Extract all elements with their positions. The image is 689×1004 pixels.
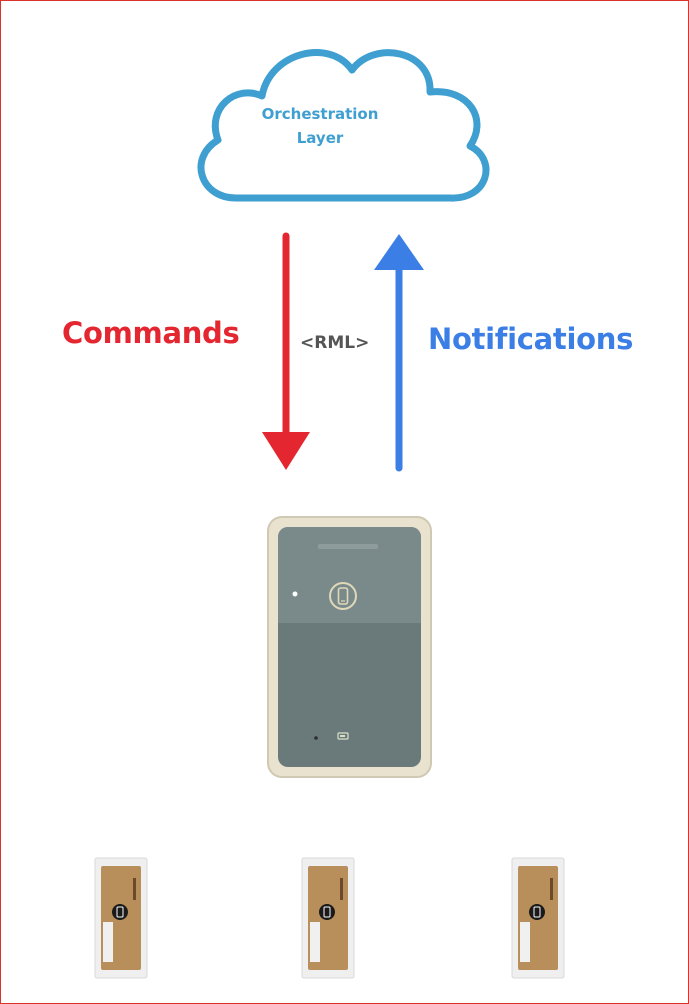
cloud-label-line2: Layer: [296, 129, 344, 147]
cloud-label-line1: Orchestration: [261, 105, 379, 123]
rfid-tag-3: [511, 857, 565, 979]
cloud-label: Orchestration Layer: [220, 102, 420, 150]
commands-label: Commands: [62, 316, 240, 350]
mobile-phone-icon: [329, 582, 357, 610]
rfid-reader-device: [267, 516, 432, 778]
notifications-label: Notifications: [428, 322, 634, 356]
orchestration-cloud: [197, 49, 490, 202]
protocol-label: <RML>: [300, 333, 370, 353]
commands-arrow: [262, 232, 310, 470]
notifications-arrow: [374, 234, 424, 472]
rfid-tag-2: [301, 857, 355, 979]
rfid-tag-1: [94, 857, 148, 979]
